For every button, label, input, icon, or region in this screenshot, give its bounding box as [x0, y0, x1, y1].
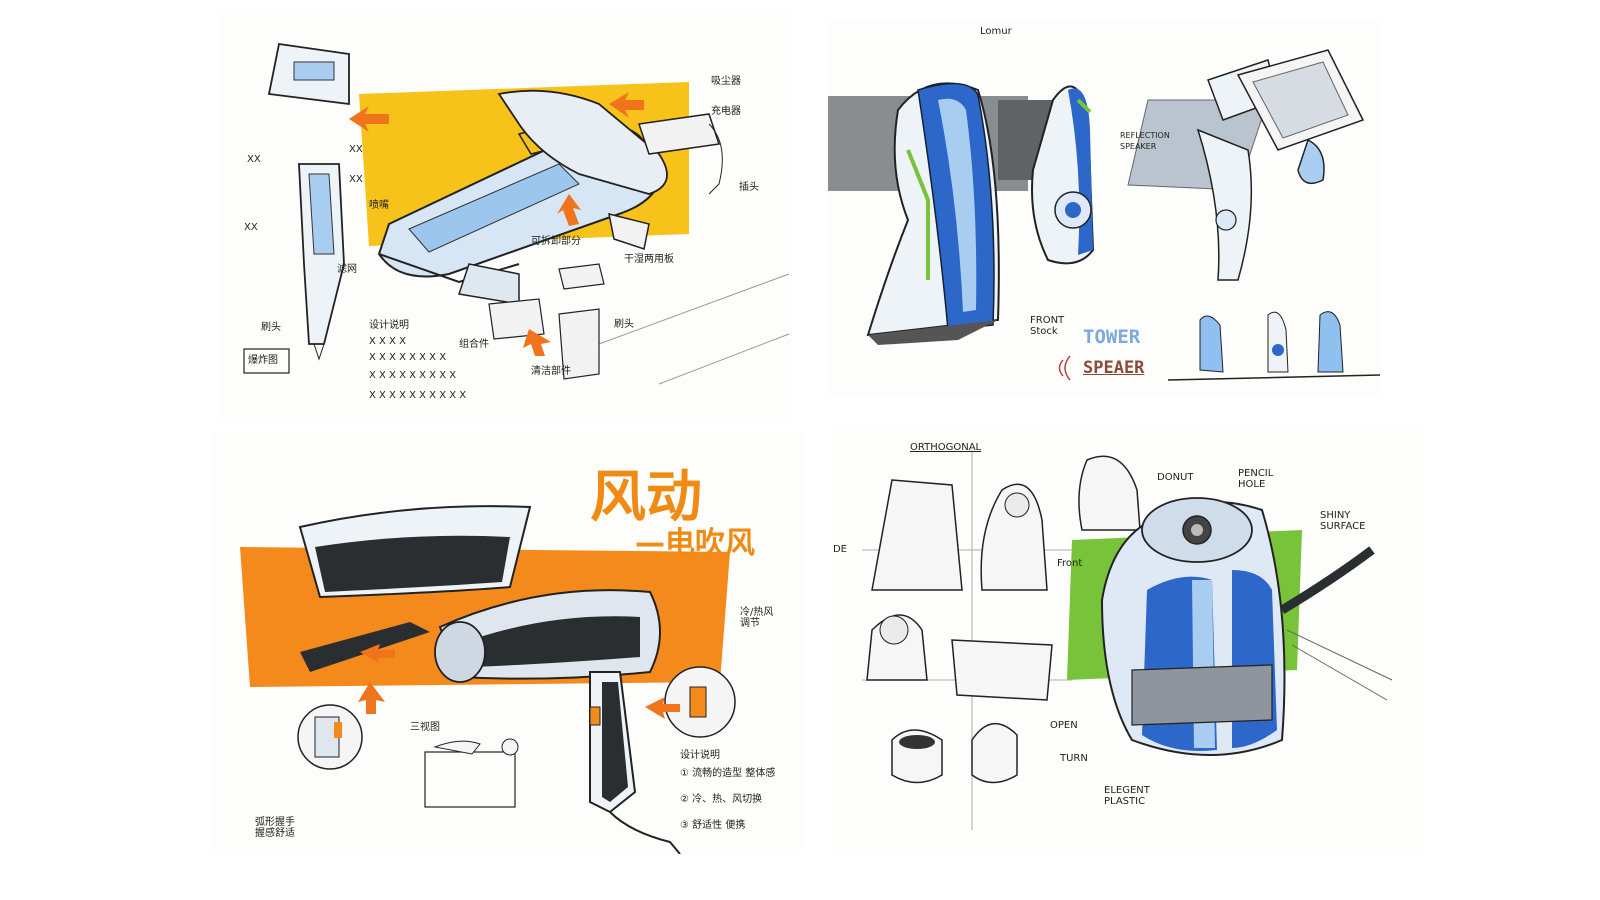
sheet-vacuum-cleaner: 吸尘器 充电器 插头 XX XX XX XX 喷嘴 滤网 刷头 可拆卸部分 干湿… [219, 14, 791, 418]
label-explode-title: 爆炸图 [248, 355, 278, 366]
label-front: Front [1057, 558, 1083, 569]
label-brush-head: 刷头 [261, 322, 281, 333]
label-design-notes: 设计说明 [680, 750, 720, 761]
hairdryer-subtitle: —电吹风 [635, 526, 755, 561]
label-speaker-word: SPEAER [1083, 358, 1145, 378]
sheet-kettle: ORTHOGONAL IDE DONUT PENCIL HOLE SHINY S… [832, 430, 1424, 855]
label-removable: 可拆卸部分 [531, 236, 581, 247]
label-grip: 弧形握手 握感舒适 [255, 817, 295, 839]
label-assembly: 组合件 [459, 339, 489, 350]
label-plug: 插头 [739, 182, 759, 193]
label-cleaning: 清洁部件 [531, 366, 571, 377]
label-elegant-plastic: ELEGENT PLASTIC [1104, 785, 1150, 807]
label-xx-3: XX [349, 174, 363, 185]
notes-x-line: X X X X X X X X X [369, 370, 457, 381]
sheet-tower-speaker: Lomur REFLECTION SPEAKER FRONT Stock TOW… [828, 20, 1380, 395]
label-three-views: 三视图 [410, 722, 440, 733]
label-orthogonal: ORTHOGONAL [910, 442, 982, 453]
note-line: ② 冷、热、风切换 [680, 794, 763, 805]
orange-arrow [557, 194, 581, 226]
label-xx-1: XX [247, 154, 261, 165]
vacuum-sketch [243, 42, 790, 385]
orange-arrow [609, 92, 644, 118]
label-reflection-speaker: REFLECTION SPEAKER [1120, 131, 1170, 151]
note-line: ① 流畅的造型 整体感 [680, 768, 776, 779]
label-brush: 刷头 [614, 319, 634, 330]
label-open: OPEN [1050, 720, 1078, 731]
note-line: ③ 舒适性 便携 [680, 820, 746, 831]
label-side: IDE [832, 544, 847, 555]
label-shiny-surface: SHINY SURFACE [1320, 510, 1366, 532]
label-tower: TOWER [1083, 326, 1141, 348]
label-xx-2: XX [349, 144, 363, 155]
sheet-hair-dryer: 风动 —电吹风 冷/热风 调节 三视图 设计说明 ① 流畅的造型 整体感 ② 冷… [210, 432, 802, 854]
label-charger: 充电器 [711, 106, 741, 117]
label-front-stock: FRONT Stock [1030, 315, 1065, 337]
orange-arrow [349, 106, 389, 132]
notes-x-line: X X X X [369, 336, 406, 347]
orange-arrow [523, 329, 551, 356]
notes-x-line: X X X X X X X X [369, 352, 447, 363]
notes-x-line: X X X X X X X X X X [369, 390, 467, 401]
kettle-sketch [862, 450, 1393, 830]
speaker-sketch [828, 49, 1380, 381]
hairdryer-title: 风动 [590, 465, 702, 530]
label-xx-4: XX [244, 222, 258, 233]
hairdryer-sketch [240, 505, 736, 854]
label-donut: DONUT [1157, 472, 1194, 483]
label-design-notes: 设计说明 [369, 320, 409, 331]
label-switch: 冷/热风 调节 [740, 607, 774, 629]
label-turn: TURN [1060, 753, 1088, 764]
label-colour: Lomur [980, 26, 1012, 37]
label-wet-dry-board: 干湿两用板 [624, 254, 674, 265]
label-dust-box: 吸尘器 [711, 76, 741, 87]
label-pencil-hole: PENCIL HOLE [1238, 468, 1274, 490]
label-nozzle: 喷嘴 [369, 200, 389, 211]
label-filter: 滤网 [337, 264, 357, 275]
